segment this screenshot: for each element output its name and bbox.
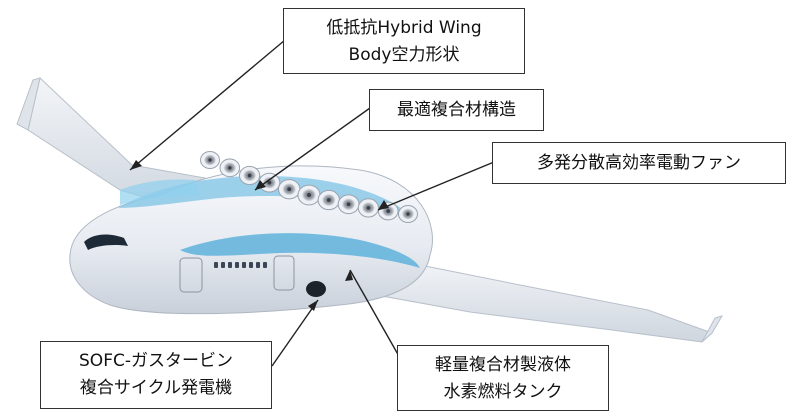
rear-door: [273, 255, 295, 291]
electric-fan-nacelle: [317, 189, 340, 211]
passenger-windows: [214, 262, 267, 268]
electric-fan-nacelle: [200, 150, 220, 170]
cockpit-windows: [84, 234, 128, 250]
electric-fan-nacelle: [398, 204, 418, 224]
callout-distributed-electric-fans-line1: 多発分散高効率電動ファン: [537, 153, 741, 173]
callout-hydrogen-fuel-tank-line1: 軽量複合材製液体: [435, 355, 571, 375]
callout-sofc-gas-turbine-line2: 複合サイクル発電機: [79, 378, 233, 398]
callout-hybrid-wing-body-line1: 低抵抗Hybrid Wing: [326, 18, 482, 38]
callout-composite-structure-line1: 最適複合材構造: [397, 100, 516, 120]
blue-accent-wing-root: [120, 179, 200, 205]
electric-fan-nacelle: [278, 179, 301, 200]
electric-fan-nacelle: [219, 158, 241, 178]
right-winglet: [701, 315, 724, 343]
electric-fan-nacelle: [337, 194, 360, 215]
electric-fan-nacelle: [297, 184, 321, 206]
callout-sofc-gas-turbine-line1: SOFC-ガスタービン: [79, 351, 233, 371]
sofc-intake: [306, 281, 326, 297]
left-winglet: [16, 77, 41, 131]
callout-hydrogen-fuel-tank: 軽量複合材製液体 水素燃料タンク: [397, 345, 609, 411]
callout-hybrid-wing-body: 低抵抗Hybrid Wing Body空力形状: [283, 8, 525, 74]
callout-hybrid-wing-body-line2: Body空力形状: [348, 45, 460, 65]
leader-lines: [129, 39, 495, 367]
callout-composite-structure: 最適複合材構造: [369, 89, 544, 131]
callout-hydrogen-fuel-tank-line2: 水素燃料タンク: [443, 382, 563, 402]
electric-fan-nacelle: [357, 198, 379, 218]
electric-fan-nacelle: [239, 165, 261, 186]
callout-sofc-gas-turbine: SOFC-ガスタービン 複合サイクル発電機: [40, 341, 272, 409]
leader-arrowheads: [130, 160, 389, 311]
distributed-fans: [200, 150, 418, 224]
blue-accent-lower: [180, 233, 420, 268]
front-door: [179, 257, 203, 293]
callout-distributed-electric-fans: 多発分散高効率電動ファン: [492, 142, 786, 184]
